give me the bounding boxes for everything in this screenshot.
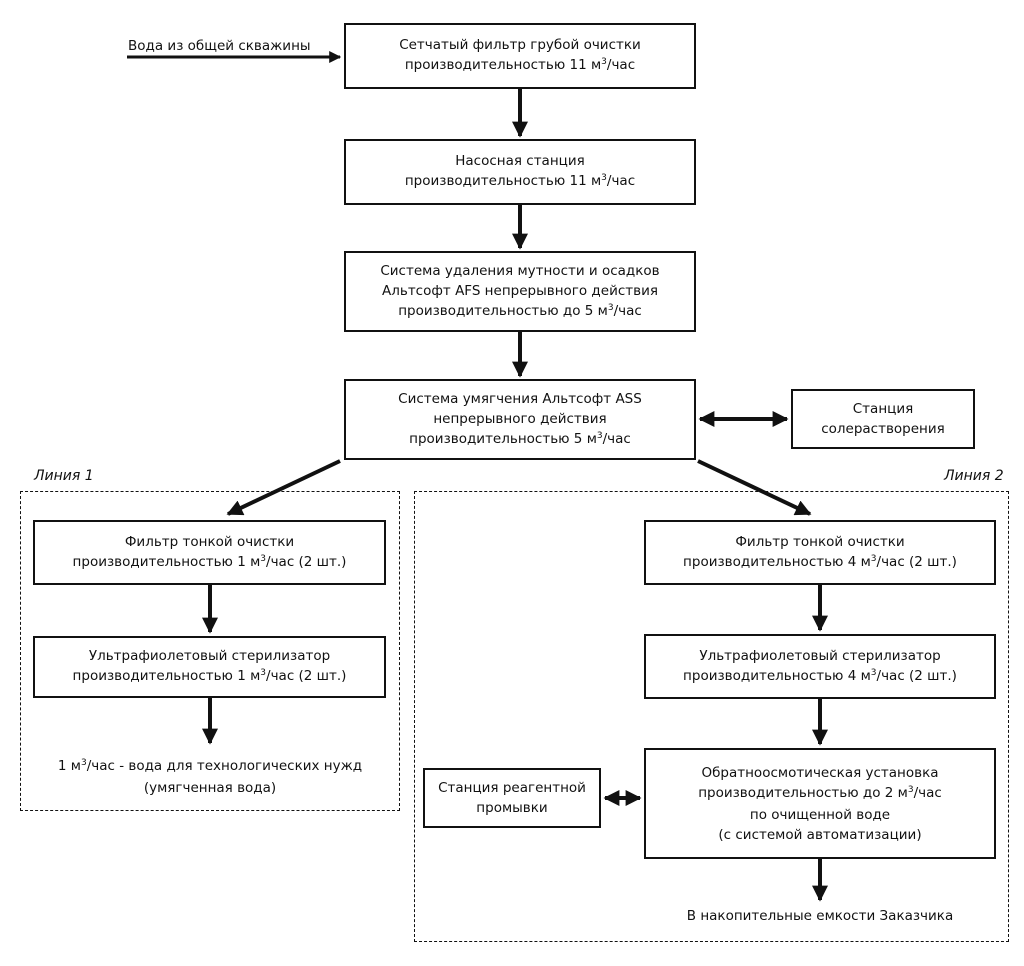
arrow-softening-to-line1 <box>226 459 341 516</box>
line2-label: Линия 2 <box>944 468 1004 484</box>
reagent-station-line1: Станция реагентной <box>438 780 586 796</box>
line1-label: Линия 1 <box>34 468 94 484</box>
turbidity-model: Альтсофт AFS непрерывного действия <box>382 282 658 299</box>
pump-station-box: Насосная станция производительностью 11 … <box>344 139 696 205</box>
line2-fine-filter-title: Фильтр тонкой очистки <box>735 533 905 550</box>
softening-capacity: производительностью 5 м3/час <box>409 430 631 447</box>
ro-title: Обратноосмотическая установка <box>701 764 939 781</box>
line2-group <box>414 491 1009 942</box>
softening-title: Система умягчения Альтсофт ASS <box>398 390 642 407</box>
line1-fine-filter-box: Фильтр тонкой очистки производительность… <box>33 520 386 585</box>
line2-uv-capacity: производительностью 4 м3/час (2 шт.) <box>683 667 957 684</box>
turbidity-title: Система удаления мутности и осадков <box>380 262 660 279</box>
line1-group <box>20 491 400 811</box>
mesh-filter-capacity: производительностью 11 м3/час <box>404 57 636 73</box>
line1-fine-filter-title: Фильтр тонкой очистки <box>124 533 295 550</box>
arrow-softening-to-line2 <box>697 459 812 516</box>
line2-output-text: В накопительные емкости Заказчика <box>686 908 954 924</box>
line2-uv-title: Ультрафиолетовый стерилизатор <box>699 647 941 664</box>
line1-output-line1: 1 м3/час - вода для технологических нужд <box>57 758 363 774</box>
turbidity-removal-box: Система удаления мутности и осадков Альт… <box>344 251 696 332</box>
ro-basis: по очищенной воде <box>749 806 891 823</box>
line2-fine-filter-box: Фильтр тонкой очистки производительность… <box>644 520 996 585</box>
salt-station-line2: солерастворения <box>821 421 945 437</box>
reagent-station-line2: промывки <box>476 800 548 816</box>
mesh-filter-box: Сетчатый фильтр грубой очистки производи… <box>344 23 696 89</box>
line2-uv-box: Ультрафиолетовый стерилизатор производит… <box>644 634 996 699</box>
pump-station-capacity: производительностью 11 м3/час <box>404 173 636 189</box>
line1-uv-box: Ультрафиолетовый стерилизатор производит… <box>33 636 386 698</box>
mesh-filter-title: Сетчатый фильтр грубой очистки <box>399 37 641 53</box>
line1-uv-title: Ультрафиолетовый стерилизатор <box>88 648 331 664</box>
ro-automation: (с системой автоматизации) <box>718 826 922 843</box>
salt-station-line1: Станция <box>852 401 914 417</box>
line2-fine-filter-capacity: производительностью 4 м3/час (2 шт.) <box>683 553 957 570</box>
softening-system-box: Система умягчения Альтсофт ASS непрерывн… <box>344 379 696 460</box>
line1-uv-capacity: производительностью 1 м3/час (2 шт.) <box>72 668 347 684</box>
line1-output-text: 1 м3/час - вода для технологических нужд… <box>40 756 380 798</box>
line1-output-line2: (умягченная вода) <box>143 780 277 796</box>
pump-station-title: Насосная станция <box>455 153 585 169</box>
source-label: Вода из общей скважины <box>128 38 311 54</box>
line1-fine-filter-capacity: производительностью 1 м3/час (2 шт.) <box>72 553 347 570</box>
turbidity-capacity: производительностью до 5 м3/час <box>398 302 642 319</box>
ro-capacity: производительностью до 2 м3/час <box>698 784 942 801</box>
salt-station-box: Станция солерастворения <box>791 389 975 449</box>
softening-mode: непрерывного действия <box>433 410 607 427</box>
reverse-osmosis-box: Обратноосмотическая установка производит… <box>644 748 996 859</box>
reagent-station-box: Станция реагентной промывки <box>423 768 601 828</box>
